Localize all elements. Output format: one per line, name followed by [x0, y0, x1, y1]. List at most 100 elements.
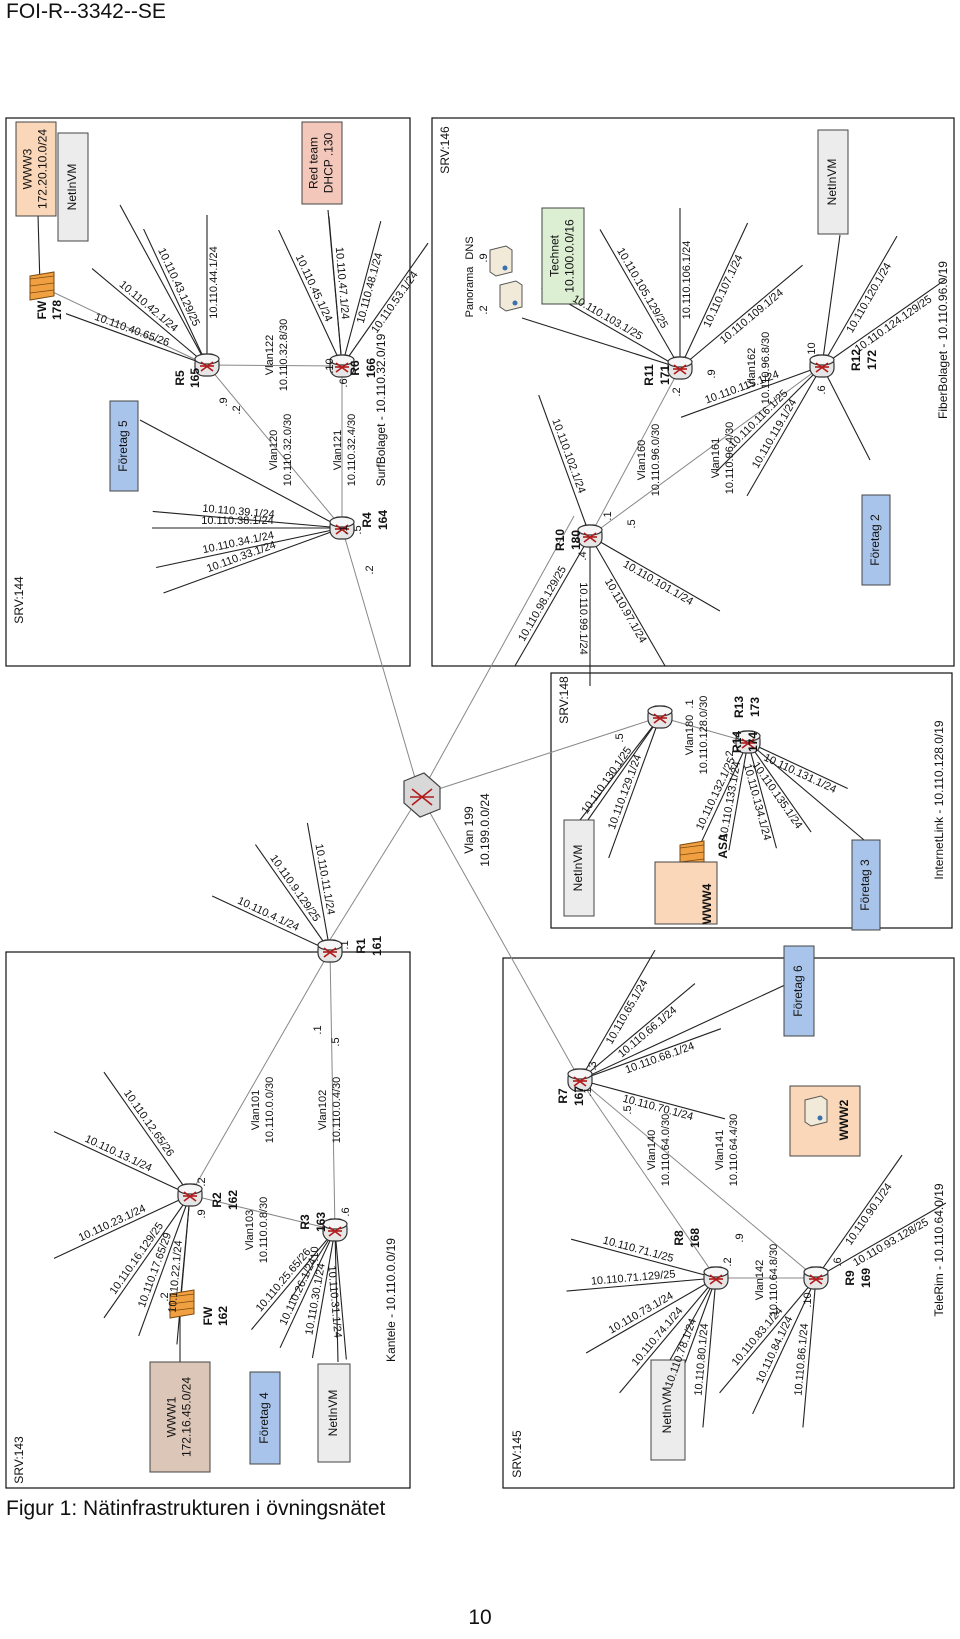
r7-num: 167 — [572, 1086, 586, 1106]
r2-spoke — [53, 1194, 191, 1259]
srv148-netinvm-box — [563, 819, 595, 917]
srv145-netinvm-box — [650, 1359, 686, 1461]
r6-spoke — [341, 242, 429, 367]
vlan180-net: 10.110.128.0/30 — [698, 696, 710, 775]
foretag6-box-label: Företag 6 — [791, 965, 805, 1017]
r13-to-r14-link — [659, 716, 749, 743]
fw178-to-r5-link — [39, 285, 208, 366]
links-layer — [37, 204, 947, 1428]
fw178-num: 178 — [50, 300, 64, 320]
r12-spoke — [821, 235, 898, 367]
panorama-name: Panorama — [464, 266, 476, 318]
r9-port: .6 — [832, 1257, 844, 1266]
vlan101-net: 10.110.0.0/30 — [264, 1077, 276, 1143]
r6-to-redteam-link — [327, 209, 343, 367]
srv145-frame — [502, 957, 955, 1489]
r2-net-label: 10.110.23.1/24 — [77, 1203, 148, 1245]
r8-spoke — [566, 1277, 717, 1292]
r1-to-r3-link — [329, 950, 336, 1231]
redteam-box-label: DHCP .130 — [322, 132, 336, 193]
r8-spoke — [619, 1277, 717, 1394]
r5-to-netinvm-link — [119, 204, 208, 366]
r11-spoke — [599, 229, 681, 369]
srv144-netinvm-box-label: NetInVM — [65, 164, 79, 211]
r10-net-label: 10.110.99.1/24 — [577, 582, 589, 655]
r1-num: 161 — [370, 936, 384, 956]
r6-num: 166 — [364, 358, 378, 378]
r8-spoke — [702, 1277, 717, 1428]
redteam-box — [301, 121, 343, 205]
srv146-name: SRV:146 — [438, 126, 452, 174]
r5-num: 165 — [188, 368, 202, 388]
router-r1 — [317, 939, 343, 963]
vlan103-net: 10.110.0.8/30 — [258, 1197, 270, 1263]
nodes-layer — [15, 121, 891, 1473]
vlan142-name: Vlan142 — [754, 1260, 766, 1300]
technet-box — [541, 207, 585, 305]
r11-port: .2 — [671, 387, 683, 396]
r5-spoke — [65, 313, 208, 366]
r13-port: .5 — [614, 733, 626, 742]
r9-net-label: 10.110.86.1/24 — [793, 1323, 811, 1396]
r8-spoke — [585, 1277, 717, 1354]
r7-spoke — [579, 949, 656, 1081]
r6-port: .10 — [324, 358, 336, 373]
srv146-netinvm-box-label: NetInVM — [825, 159, 839, 206]
r1-port: .1 — [312, 1025, 324, 1034]
www4-name: WWW4 — [700, 883, 714, 924]
r12-port: .6 — [816, 385, 828, 394]
r7-spoke — [579, 1079, 726, 1120]
router-r5 — [194, 353, 220, 377]
router-r8 — [703, 1266, 729, 1290]
r14-spoke — [728, 741, 749, 851]
vlan140-name: Vlan140 — [646, 1130, 658, 1170]
r2-spoke — [103, 1071, 191, 1196]
r1-to-r2-link — [189, 950, 331, 1196]
r3-to-netinvm-link — [334, 1229, 339, 1363]
r8-port: .2 — [722, 1257, 734, 1266]
r8-name: R8 — [672, 1230, 686, 1246]
core-to-r7-link — [419, 794, 581, 1081]
srv143-site: Kantele - 10.110.0.0/19 — [384, 1238, 398, 1362]
router-r2 — [177, 1183, 203, 1207]
r5-spoke — [91, 268, 208, 366]
vlan162-name: Vlan162 — [746, 348, 758, 388]
r10-to-r12-link — [589, 365, 823, 537]
srv143-netinvm-box — [317, 1363, 351, 1463]
vlan140-net: 10.110.64.0/30 — [660, 1114, 672, 1187]
dns-name: DNS — [464, 236, 476, 259]
r14-to-foretag3-link — [747, 741, 865, 841]
r12-port: .10 — [806, 342, 818, 357]
r7-spoke — [579, 983, 696, 1081]
core-to-r10-link — [419, 515, 575, 796]
r3-port: .10 — [309, 1246, 321, 1261]
foretag5-box — [109, 400, 139, 492]
r9-name: R9 — [843, 1270, 857, 1286]
core-vlan-name: Vlan 199 — [462, 806, 476, 854]
www1-box-label: WWW1 — [165, 1396, 179, 1437]
foretag5-box-label: Företag 5 — [116, 420, 130, 472]
srv143-name: SRV:143 — [12, 1436, 26, 1484]
r2-port: .2 — [196, 1177, 208, 1186]
r7-name: R7 — [556, 1088, 570, 1104]
core-to-r4-link — [341, 527, 421, 796]
r11-port: .9 — [706, 369, 718, 378]
fw162-firewall-icon — [169, 1289, 195, 1319]
r2-spoke — [103, 1194, 191, 1319]
r10-spoke — [514, 535, 591, 667]
r14-spoke — [747, 741, 848, 789]
r7-port: .1 — [582, 1087, 594, 1096]
www4-box — [654, 861, 718, 925]
r4-port: .5 — [352, 525, 364, 534]
dns-server-icon — [499, 280, 523, 312]
r1-spoke — [211, 895, 331, 952]
r5-to-r4-link — [206, 364, 343, 529]
r9-spoke — [719, 1277, 817, 1394]
r10-to-r11-link — [589, 367, 681, 537]
r2-net-label: 10.110.13.1/24 — [83, 1133, 154, 1175]
fw162-num: 162 — [216, 1306, 230, 1326]
fw162-name: FW — [201, 1306, 215, 1325]
r4-spoke — [152, 510, 343, 529]
r10-spoke — [538, 394, 591, 537]
